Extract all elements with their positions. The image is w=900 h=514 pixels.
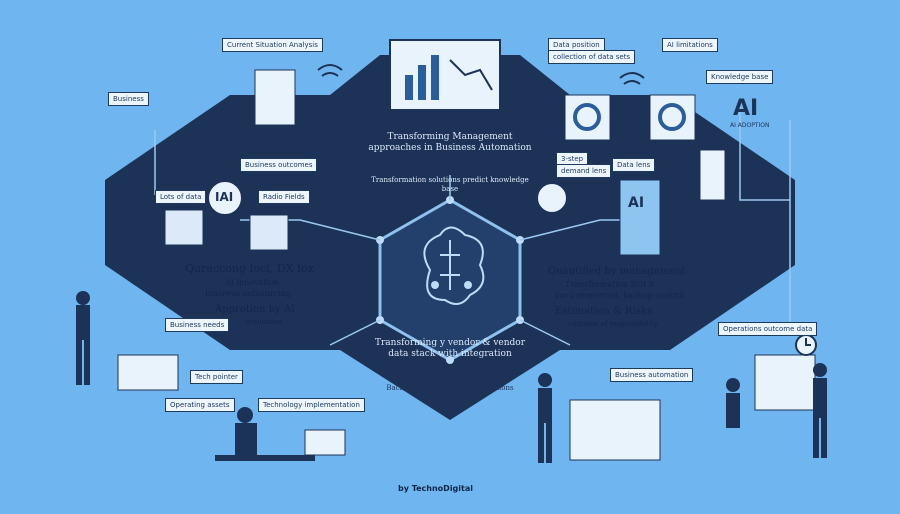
office-scene-right: [538, 354, 827, 463]
label-ai-limitations: AI limitations: [662, 38, 718, 52]
ai-circle-label: IAI: [215, 190, 234, 204]
wifi-icon: [317, 64, 645, 85]
label-tech-pointer: Tech pointer: [190, 370, 243, 384]
cube-icon: [164, 209, 289, 251]
credit-text: by TechnoDigital: [398, 484, 473, 493]
label-three-step-sub: demand lens: [556, 164, 612, 178]
ai-hub-subtitle: AI ADOPTION: [730, 122, 770, 129]
label-operations-outcome: Operations outcome data: [718, 322, 818, 336]
left-approval: Approtion by AI: [215, 304, 296, 315]
right-line2: vor commercial, backup control: [555, 291, 685, 300]
brain-icon: [423, 226, 485, 305]
label-current-situation: Current Situation Analysis: [222, 38, 323, 52]
hexagon-top-subtitle: Transformation solutions predict knowled…: [371, 176, 529, 193]
right-estimation-sub: outcome of responsibility: [568, 320, 658, 328]
left-heading: Quraccong focl, DX fox: [185, 262, 314, 275]
label-business-needs: Business needs: [165, 318, 230, 332]
hexagon-bottom-subtitle: Back office in business automations: [386, 384, 514, 392]
ai-hub-title: AI: [733, 96, 759, 121]
left-line2: business outsourcing: [205, 289, 291, 298]
ai-circle-icon: [207, 180, 568, 216]
label-far-left: Lots of data: [155, 190, 207, 204]
gear-icon: [564, 94, 696, 141]
label-operating-assets: Operating assets: [165, 398, 235, 412]
label-business-top-left: Business: [108, 92, 149, 106]
clock-icon: [795, 334, 817, 356]
laptop-icon: [304, 429, 346, 456]
label-business-outcomes: Business outcomes: [240, 158, 318, 172]
office-scene-left: [76, 291, 315, 461]
label-tech-implementation: Technology implementation: [258, 398, 365, 412]
left-line1: AI innovation: [225, 278, 280, 287]
label-data-position-sub: collection of data sets: [548, 50, 636, 64]
server-icon: [254, 69, 726, 201]
label-data-lens: Data lens: [612, 158, 656, 172]
label-business-automation: Business automation: [610, 368, 694, 382]
hexagon-bottom-title: Transforming y vendor & vendor data stac…: [374, 338, 526, 359]
label-radio-fields: Radio Fields: [258, 190, 310, 204]
left-approval-sub: evaluation: [245, 318, 282, 326]
ai-panel-icon: [619, 179, 661, 256]
label-right-upper: Knowledge base: [706, 70, 774, 84]
chart-board-icon: [389, 39, 501, 111]
right-heading: Quantified by management: [548, 266, 686, 277]
hexagon-top-title: Transforming Management approaches in Bu…: [368, 132, 532, 153]
right-line1: Transformation ROI X: [565, 280, 655, 289]
right-estimation: Estimation & Risks: [555, 306, 653, 317]
ai-panel-label: AI: [628, 195, 645, 211]
